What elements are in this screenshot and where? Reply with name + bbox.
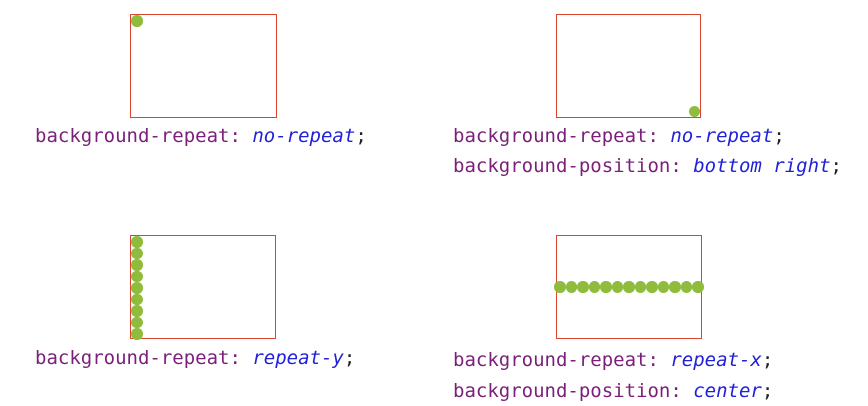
background-dot-tile — [131, 15, 143, 27]
css-value: repeat-y — [252, 347, 344, 369]
semicolon: ; — [830, 155, 842, 177]
background-dot-tile — [131, 293, 143, 305]
background-dot-tile — [634, 281, 647, 293]
css-value: no-repeat — [670, 125, 774, 147]
semicolon: ; — [761, 380, 774, 402]
code-line-center: background-position: center; — [453, 379, 773, 403]
repeat-x-center-demo-box — [554, 235, 704, 339]
background-dot-tile — [554, 281, 566, 293]
code-line-bottom-right: background-position: bottom right; — [453, 154, 842, 178]
background-dot-tile — [657, 281, 670, 293]
background-dot-tile — [680, 281, 693, 293]
background-dot-tile — [623, 281, 635, 293]
background-dot-tile — [600, 281, 612, 293]
code-line-repeat-y: background-repeat: repeat-y; — [35, 346, 355, 370]
repeat-y-demo-box — [130, 235, 276, 340]
css-value: repeat-x — [670, 349, 762, 371]
background-dot-tile — [131, 305, 143, 317]
background-dot-tile — [611, 281, 624, 293]
css-property: background-repeat: — [35, 347, 241, 369]
semicolon: ; — [355, 125, 367, 147]
background-dot-tile — [131, 270, 143, 282]
background-dot-tile — [131, 236, 143, 248]
background-dot-tile — [588, 281, 601, 293]
css-property: background-position: — [453, 155, 682, 177]
semicolon: ; — [761, 349, 774, 371]
css-value: no-repeat — [252, 125, 356, 147]
background-dot-tile — [669, 281, 681, 293]
background-dot-tile — [131, 259, 143, 271]
css-property: background-position: — [453, 380, 682, 402]
background-dot-tile — [577, 281, 589, 293]
background-dot-tile — [131, 316, 143, 328]
css-property: background-repeat: — [35, 125, 241, 147]
semicolon: ; — [773, 125, 785, 147]
no-repeat-demo-box — [130, 14, 277, 118]
background-dot-tile — [131, 282, 143, 294]
background-dot-tile — [131, 328, 143, 340]
code-line-no-repeat: background-repeat: no-repeat; — [35, 124, 367, 148]
background-dot-tile — [565, 281, 578, 293]
background-dot-tile — [692, 281, 704, 293]
css-property: background-repeat: — [453, 125, 659, 147]
css-value: bottom right — [693, 155, 831, 177]
no-repeat-bottom-right-demo-box — [556, 14, 701, 118]
css-value: center — [693, 380, 762, 402]
background-dot-tile — [688, 105, 700, 117]
code-line-no-repeat-2: background-repeat: no-repeat; — [453, 124, 785, 148]
code-line-repeat-x: background-repeat: repeat-x; — [453, 348, 773, 372]
css-property: background-repeat: — [453, 349, 659, 371]
background-dot-tile — [646, 281, 658, 293]
background-dot-tile — [131, 247, 143, 259]
semicolon: ; — [343, 347, 356, 369]
